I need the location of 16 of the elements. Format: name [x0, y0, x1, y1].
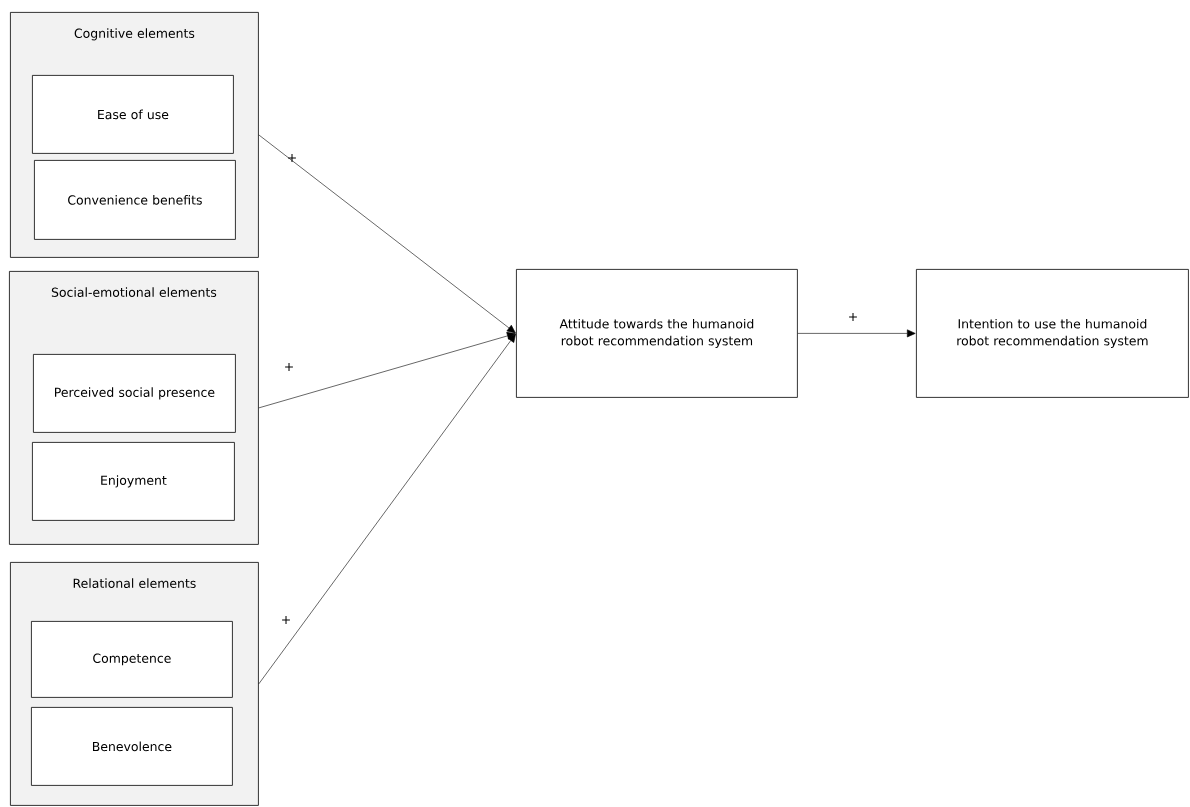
construct-box: Intention to use the humanoid robot recommendation system: [916, 269, 1189, 398]
construct-box: Attitude towards the humanoid robot recommendation system: [516, 269, 798, 398]
arrow: [258, 332, 516, 409]
arrow: [258, 134, 516, 334]
construct-box: Convenience benefits: [34, 160, 236, 240]
edge-label: +: [288, 154, 296, 162]
construct-box: Perceived social presence: [33, 354, 236, 433]
construct-box: Benevolence: [31, 707, 233, 786]
edge-label: +: [285, 363, 293, 371]
construct-box: Enjoyment: [32, 442, 235, 521]
construct-box: Competence: [31, 621, 233, 698]
arrow: [258, 333, 516, 685]
edge-label: +: [282, 616, 290, 624]
construct-box: Ease of use: [32, 75, 234, 154]
arrow: [797, 329, 916, 338]
edge-label: +: [849, 313, 857, 321]
